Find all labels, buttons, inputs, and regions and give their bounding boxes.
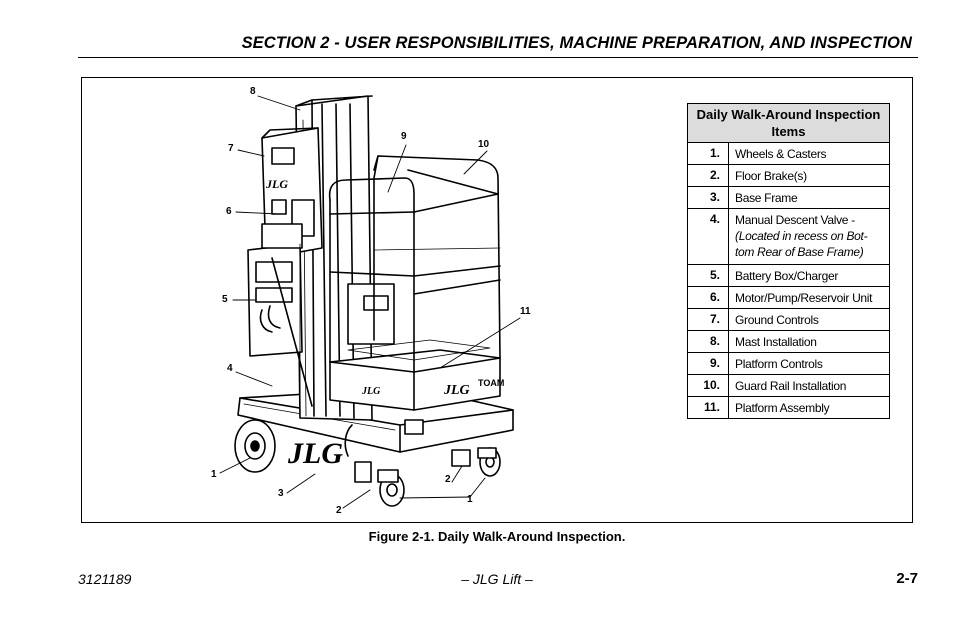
table-row: 4. Manual Descent Valve - (Located in rece… xyxy=(687,208,890,265)
item-note: (Located in recess on Bot-tom Rear of Ba… xyxy=(735,229,868,259)
table-row: 6.Motor/Pump/Reservoir Unit xyxy=(687,286,890,309)
item-label: Guard Rail Installation xyxy=(728,374,890,397)
item-number: 10. xyxy=(687,374,729,397)
table-row: 7.Ground Controls xyxy=(687,308,890,331)
platform-logo: JLG xyxy=(443,383,470,398)
item-label: Ground Controls xyxy=(728,308,890,331)
table-row: 2.Floor Brake(s) xyxy=(687,164,890,187)
table-row: 11.Platform Assembly xyxy=(687,396,890,419)
item-number: 7. xyxy=(687,308,729,331)
machine-illustration: JLG JLG JLG JLG TOAM xyxy=(219,95,521,509)
table-heading: Daily Walk-Around Inspection Items xyxy=(687,103,890,143)
table-row: 3.Base Frame xyxy=(687,186,890,209)
callout-2-front: 2 xyxy=(336,505,342,516)
item-label: Platform Controls xyxy=(728,352,890,375)
callout-6: 6 xyxy=(226,206,232,217)
figure-caption: Figure 2-1. Daily Walk-Around Inspection… xyxy=(368,529,626,544)
item-number: 8. xyxy=(687,330,729,353)
model-mark: TOAM xyxy=(478,378,504,388)
item-label: Motor/Pump/Reservoir Unit xyxy=(728,286,890,309)
item-label: Manual Descent Valve - xyxy=(735,213,855,227)
platform-assembly xyxy=(329,283,501,411)
motor-pump xyxy=(261,223,313,407)
ground-box-logo: JLG xyxy=(265,177,288,191)
callout-8: 8 xyxy=(250,86,256,97)
item-label: Mast Installation xyxy=(728,330,890,353)
callout-1-rear: 1 xyxy=(467,494,473,505)
item-label: Floor Brake(s) xyxy=(728,164,890,187)
document-number: 3121189 xyxy=(78,571,132,587)
table-row: 5.Battery Box/Charger xyxy=(687,264,890,287)
callout-9: 9 xyxy=(401,131,407,142)
item-label: Wheels & Casters xyxy=(728,142,890,165)
callout-5: 5 xyxy=(222,294,228,305)
item-label: Platform Assembly xyxy=(728,396,890,419)
platform-logo-small: JLG xyxy=(361,386,381,397)
section-title: SECTION 2 - USER RESPONSIBILITIES, MACHI… xyxy=(241,34,912,52)
callout-11: 11 xyxy=(520,306,531,317)
item-number: 4. xyxy=(687,208,729,265)
inspection-items-table: Daily Walk-Around Inspection Items 1.Whe… xyxy=(687,103,890,419)
callout-4: 4 xyxy=(227,363,233,374)
item-number: 2. xyxy=(687,164,729,187)
item-number: 9. xyxy=(687,352,729,375)
item-number: 1. xyxy=(687,142,729,165)
callout-2-rear: 2 xyxy=(445,474,451,485)
front-wheel xyxy=(234,419,276,473)
callout-7: 7 xyxy=(228,143,234,154)
table-row: 9.Platform Controls xyxy=(687,352,890,375)
callout-3: 3 xyxy=(278,488,284,499)
base-logo: JLG xyxy=(287,437,343,470)
floor-brakes xyxy=(354,419,471,483)
callout-1-front: 1 xyxy=(211,469,217,480)
item-number: 3. xyxy=(687,186,729,209)
footer-product: – JLG Lift – xyxy=(461,571,533,587)
item-cell-with-note: Manual Descent Valve - (Located in recess… xyxy=(728,208,890,265)
item-label: Battery Box/Charger xyxy=(728,264,890,287)
table-row: 10.Guard Rail Installation xyxy=(687,374,890,397)
table-row: 8.Mast Installation xyxy=(687,330,890,353)
rear-casters xyxy=(377,447,501,507)
item-number: 6. xyxy=(687,286,729,309)
header-rule xyxy=(78,57,918,58)
table-row: 1.Wheels & Casters xyxy=(687,142,890,165)
figure-frame xyxy=(81,77,913,523)
callout-10: 10 xyxy=(478,139,490,150)
page-number: 2-7 xyxy=(896,570,918,587)
item-label: Base Frame xyxy=(728,186,890,209)
leader-lines xyxy=(219,95,521,509)
item-number: 5. xyxy=(687,264,729,287)
item-number: 11. xyxy=(687,396,729,419)
